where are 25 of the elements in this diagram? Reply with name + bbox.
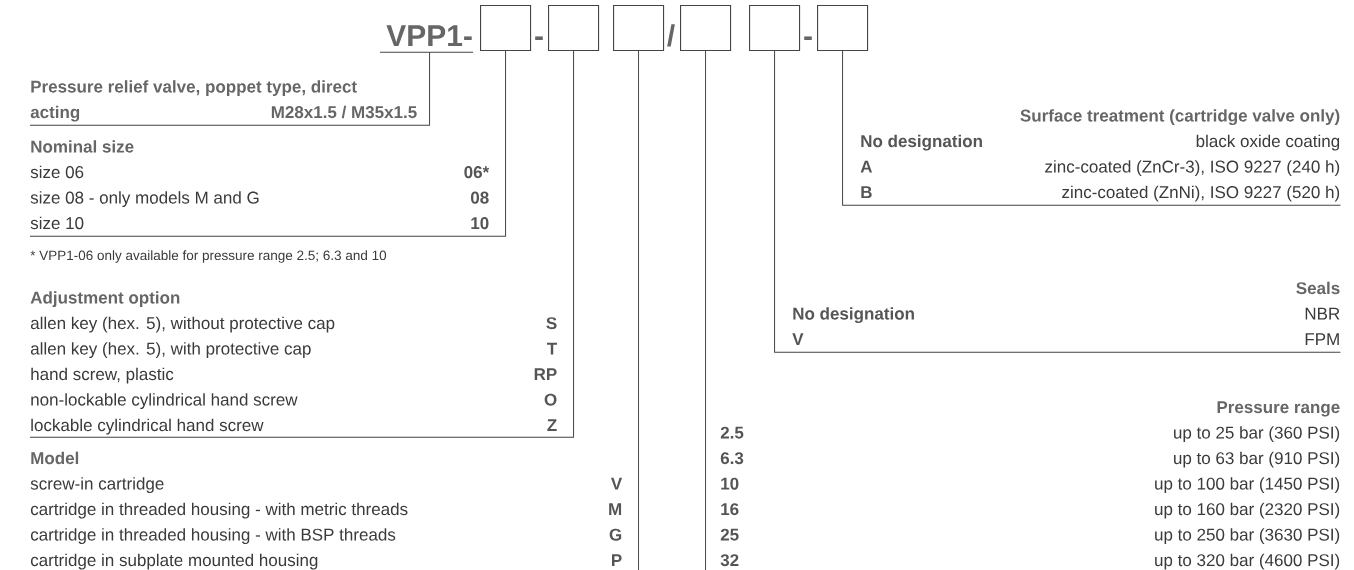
description-text: Pressure relief valve, poppet type, direct acting M28x1.5 / M35x1.5 [30, 80, 417, 122]
footnote: * VPP1-06 only available for pressure range 2.5; 6.3 and 10 [30, 250, 387, 263]
separator: / [667, 24, 675, 47]
leader-line [637, 50, 640, 570]
leader-line [704, 50, 707, 570]
leader-line [29, 51, 431, 126]
code-box [548, 5, 600, 52]
code-box [613, 5, 665, 52]
leader-line [29, 50, 575, 438]
leader-line [774, 50, 1341, 353]
separator: - [804, 36, 812, 40]
code-box [749, 5, 801, 52]
option-list: Nominal size size 06 06* size 08 - only models M and G 08 size 10 10 [30, 140, 490, 230]
separator: - [535, 36, 543, 40]
code-box [680, 5, 732, 52]
code-box [480, 5, 532, 52]
option-list: Adjustment option allen key (hex. 5), without protective cap S allen key (hex. 5), with protective cap T hand screw, plastic RP non-lockable cylindrical hand screw O lockable cylindrical hand screw Z [30, 291, 558, 435]
option-list: Pressure range 2.5 up to 25 bar (360 PSI) 6.3 up to 63 bar (910 PSI) 10 up to 100 bar (1450 PSI) 16 up to 160 bar (2320 PSI) 25 up to 250 bar (3630 PSI) 32 up to 320 bar (4600 PSI) [720, 401, 1340, 570]
option-list: Seals No designation NBR V FPM [792, 281, 1340, 345]
leader-line [842, 50, 1341, 206]
option-list: Model screw-in cartridge V cartridge in threaded housing - with metric threads M cartridge in threaded housing - with BSP threads G cartridge in subplate mounted housing P [30, 451, 623, 570]
code-box [817, 5, 869, 52]
leader-line [29, 50, 507, 237]
option-list: Surface treatment (cartridge valve only) No designation black oxide coating A zinc-coated (ZnCr-3), ISO 9227 (240 h) B zinc-coated (ZnNi), ISO 9227 (520 h) [860, 109, 1340, 202]
code-prefix: VPP1- [379, 25, 474, 53]
